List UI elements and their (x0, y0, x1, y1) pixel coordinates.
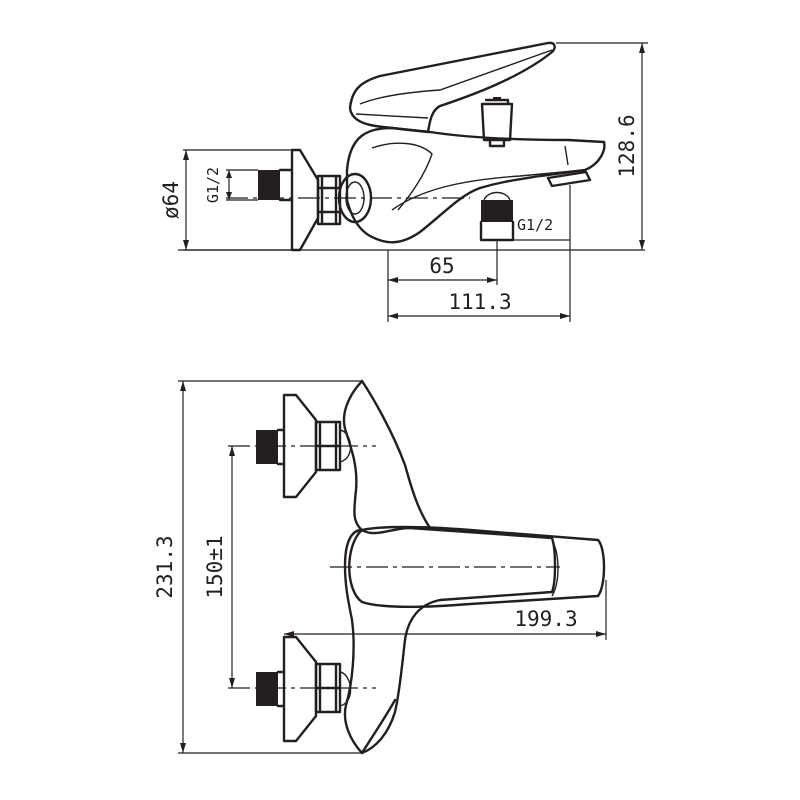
dim-label-thread-left: G1/2 (204, 167, 222, 203)
dim-label-height: 128.6 (615, 114, 639, 177)
lever-handle-side (348, 41, 556, 134)
spout-tip (546, 170, 592, 188)
dim-label-overall-width: 231.3 (153, 535, 177, 598)
side-view: ø64 G1/2 G1/2 65 111.3 128.6 (159, 41, 648, 322)
diverter-knob (480, 98, 514, 148)
dim-label-diameter: ø64 (159, 181, 183, 219)
lever-handle-top (348, 525, 606, 608)
dim-label-spout-offset: 65 (429, 254, 454, 278)
dim-label-projection: 199.3 (514, 607, 577, 631)
mixer-body-top (342, 379, 557, 755)
dim-label-inlet-spacing: 150±1 (203, 535, 227, 598)
upper-flange (282, 393, 318, 499)
hex-nut-side (316, 174, 342, 226)
upper-inlet-thread (256, 430, 278, 464)
outlet-thread-side (481, 200, 513, 222)
lower-flange (282, 635, 318, 743)
top-view: 231.3 150±1 199.3 (153, 379, 607, 755)
mixer-body-side (345, 126, 606, 244)
dim-label-thread-outlet: G1/2 (517, 216, 553, 234)
wall-flange (290, 148, 320, 252)
dim-label-spout-length: 111.3 (448, 290, 511, 314)
lower-inlet-thread (256, 672, 278, 706)
